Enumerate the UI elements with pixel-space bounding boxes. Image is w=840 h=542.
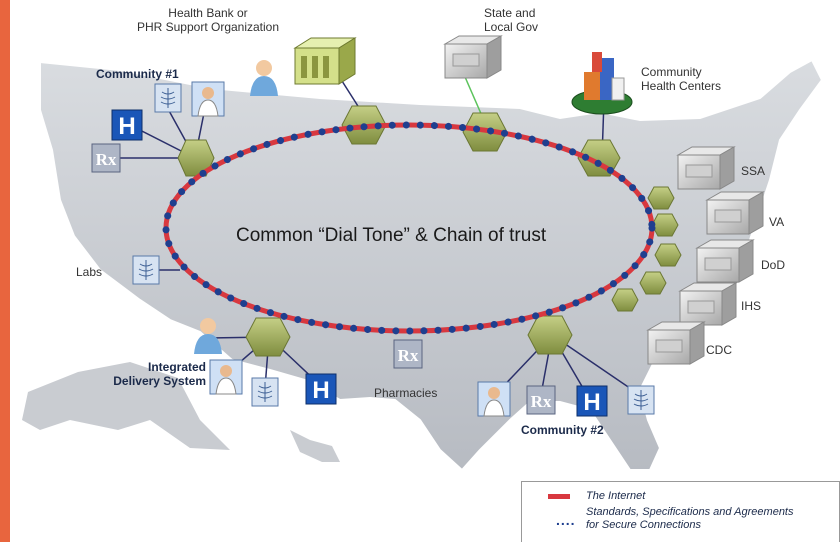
doctor-icon-integrated xyxy=(209,359,243,395)
building-va-icon xyxy=(705,191,765,235)
svg-text:Rx: Rx xyxy=(531,392,552,411)
svg-text:Rx: Rx xyxy=(96,150,117,169)
islands-shape xyxy=(290,430,340,462)
xray-icon-labs xyxy=(132,255,160,285)
xray-icon-community2 xyxy=(627,385,655,415)
rx-icon-community1: Rx xyxy=(91,143,121,173)
xray-icon-integrated xyxy=(251,377,279,407)
hex-federal-3 xyxy=(654,243,682,267)
legend-standards-label: Standards, Specifications and Agreements… xyxy=(586,506,794,532)
doctor-icon-community1 xyxy=(191,81,225,117)
doctor-icon-community2 xyxy=(477,381,511,417)
legend-internet-swatch xyxy=(548,494,570,499)
alaska-shape xyxy=(22,362,230,450)
label-va: VA xyxy=(769,215,785,229)
hospital-icon-community1: H xyxy=(111,109,143,141)
center-label: Common “Dial Tone” & Chain of trust xyxy=(236,225,547,246)
legend: The Internet .... Standards, Specificati… xyxy=(521,481,840,542)
label-labs: Labs xyxy=(76,265,103,279)
svg-text:H: H xyxy=(118,113,135,140)
building-dod-icon xyxy=(695,239,755,283)
svg-text:H: H xyxy=(583,389,600,416)
legend-internet-label: The Internet xyxy=(586,490,646,502)
svg-text:H: H xyxy=(312,377,329,404)
label-integrated: Integrated Delivery System xyxy=(113,360,206,388)
label-health-bank: Health Bank or PHR Support Organization xyxy=(136,6,280,34)
building-state-gov-icon xyxy=(443,35,503,79)
label-pharmacies: Pharmacies xyxy=(374,386,438,400)
hospital-icon-community2: H xyxy=(576,385,608,417)
label-dod: DoD xyxy=(761,258,786,272)
label-ihs: IHS xyxy=(741,299,762,313)
label-community-health: Community Health Centers xyxy=(641,65,722,93)
federal-buildings xyxy=(443,35,765,365)
hex-federal-2 xyxy=(651,213,679,237)
label-state-gov: State and Local Gov xyxy=(484,6,539,34)
label-cdc: CDC xyxy=(706,343,732,357)
label-ssa: SSA xyxy=(741,164,766,178)
community-health-centers-icon xyxy=(571,52,633,115)
label-community1: Community #1 xyxy=(96,67,179,81)
standards-dotted-ring xyxy=(162,121,656,335)
hex-federal-4 xyxy=(639,271,667,295)
health-bank-building-icon xyxy=(293,37,357,85)
hex-integrated xyxy=(245,317,291,357)
hex-federal-1 xyxy=(647,186,675,210)
building-ssa-icon xyxy=(676,146,736,190)
svg-text:Rx: Rx xyxy=(398,346,419,365)
hex-community1 xyxy=(177,139,215,177)
building-cdc-icon xyxy=(646,321,706,365)
legend-dots-swatch: .... xyxy=(556,512,576,528)
hex-community2 xyxy=(527,315,573,355)
rx-icon-pharmacies: Rx xyxy=(393,339,423,369)
person-icon-health-bank xyxy=(250,60,278,96)
accent-bar xyxy=(0,0,10,542)
hex-federal-5 xyxy=(611,288,639,312)
building-ihs-icon xyxy=(678,282,738,326)
rx-icon-community2: Rx xyxy=(526,385,556,415)
xray-icon-community1 xyxy=(154,83,182,113)
person-icon-integrated xyxy=(194,318,222,354)
label-community2: Community #2 xyxy=(521,423,604,437)
hospital-icon-integrated: H xyxy=(305,373,337,405)
